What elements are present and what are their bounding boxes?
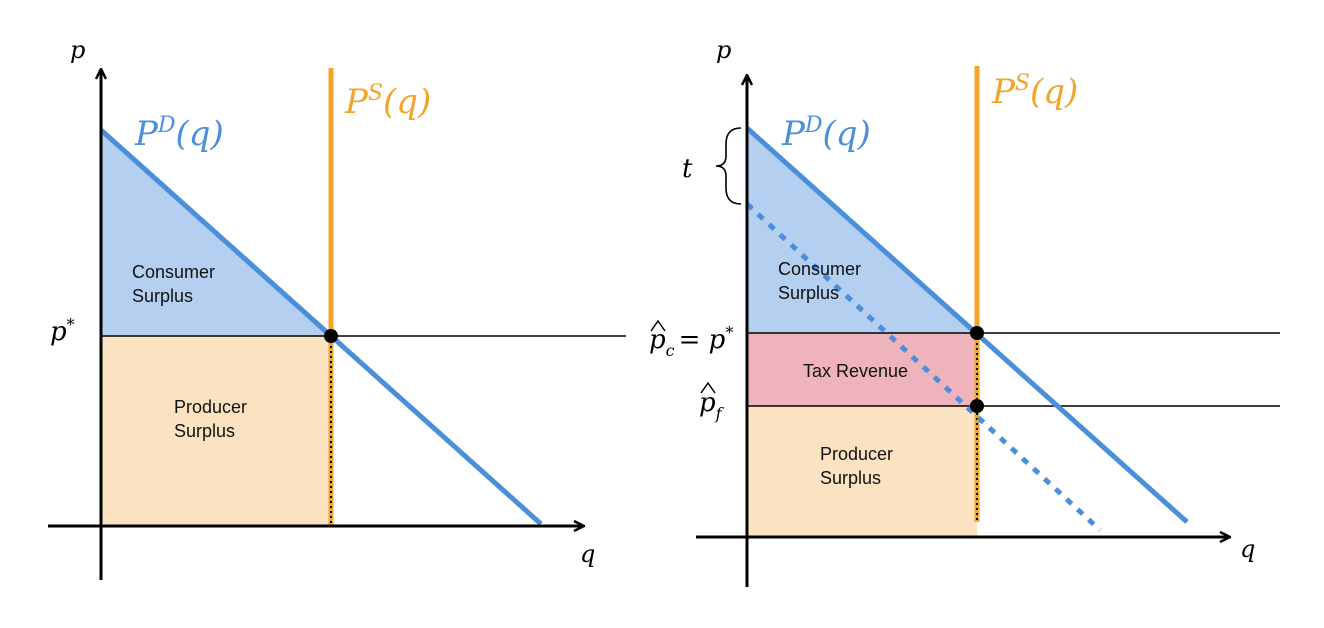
right-demand-label: PD(q) (781, 113, 871, 154)
left-supply-label: PS(q) (344, 81, 431, 122)
left-demand-label: PD(q) (134, 113, 224, 154)
right-shifted-demand-curve (745, 202, 1102, 532)
tax-brace (715, 127, 742, 205)
svg-text:pc= p*: pc= p* (649, 323, 733, 360)
right-producer-equilibrium-point (970, 399, 984, 413)
pf-hat (700, 381, 716, 394)
right-consumer-equilibrium-point (970, 326, 984, 340)
right-axis-p-label: p (716, 36, 731, 64)
left-producer-surplus-area (101, 336, 330, 526)
right-axis-q-label: q (1240, 535, 1255, 563)
tax-revenue-label: Tax Revenue (803, 361, 908, 381)
tax-label: t (682, 154, 693, 184)
producer-price-label: pf (699, 381, 725, 423)
right-tax-revenue-area (747, 333, 977, 406)
pc-hat (650, 319, 666, 332)
left-axis-p-label: p (70, 36, 85, 64)
right-supply-label: PS(q) (991, 71, 1078, 112)
left-price-label: p* (50, 315, 75, 347)
left-equilibrium-point (324, 329, 338, 343)
left-demand-curve (99, 128, 543, 526)
right-demand-curve (745, 126, 1189, 524)
consumer-price-label: pc= p* (649, 319, 733, 360)
svg-text:pf: pf (699, 388, 725, 423)
right-producer-surplus-area (747, 406, 977, 536)
left-axis-q-label: q (580, 540, 595, 568)
